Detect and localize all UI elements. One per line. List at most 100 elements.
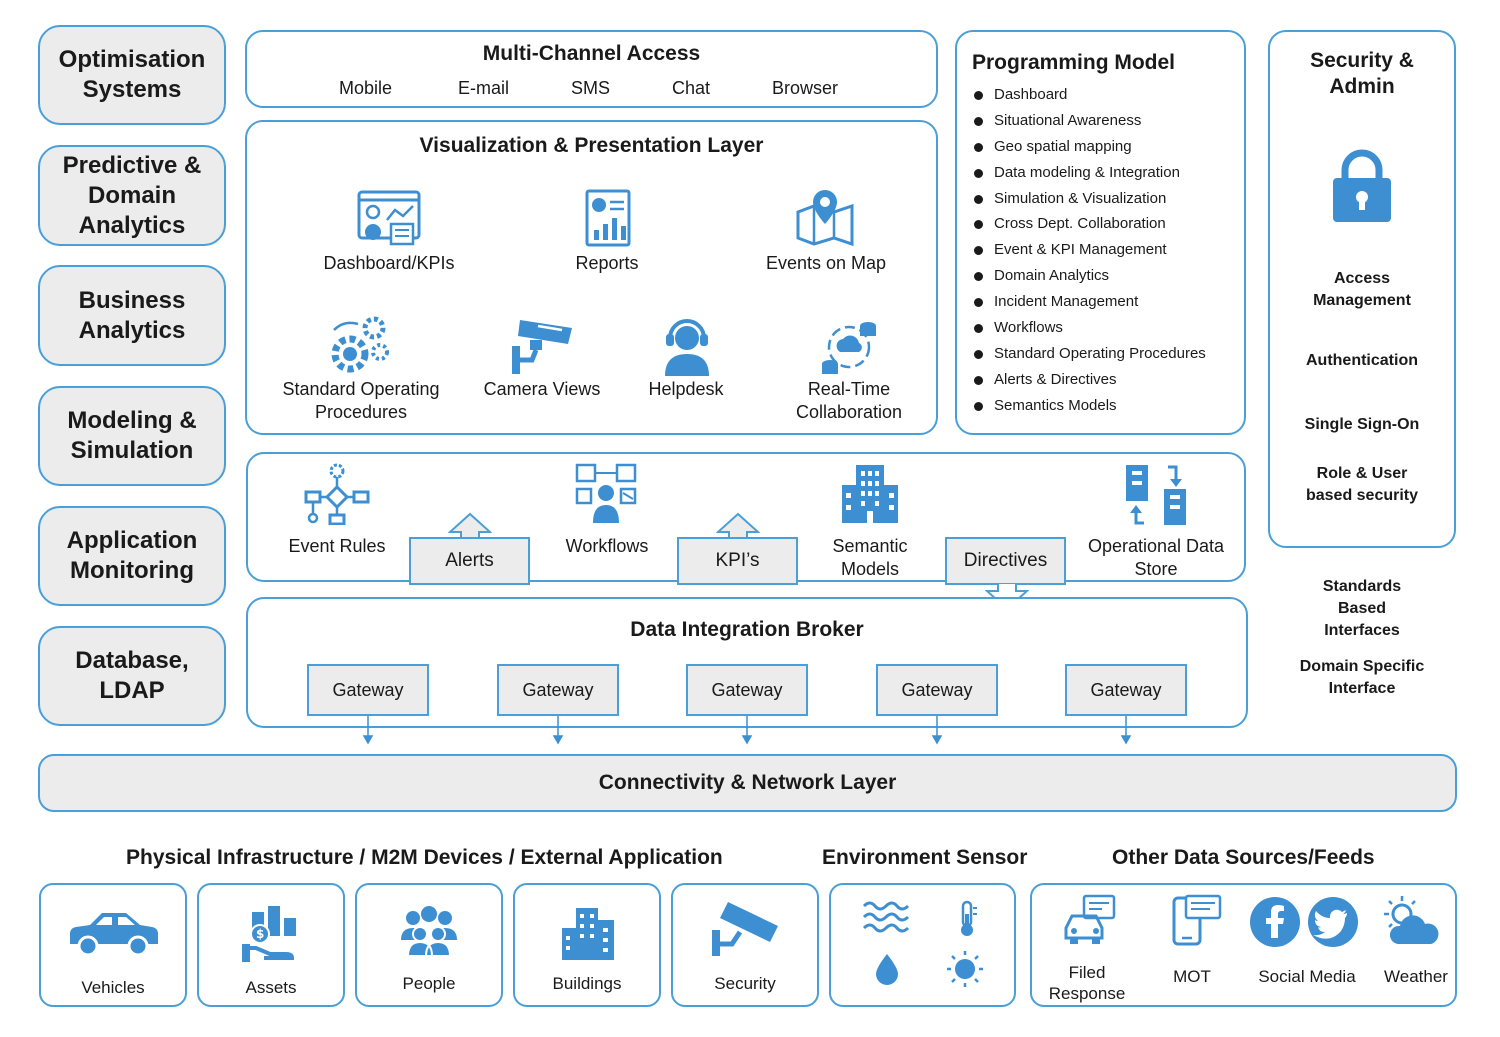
label-people: People — [402, 974, 456, 993]
facebook-icon — [1249, 896, 1301, 948]
left-box-modeling: Modeling & Simulation — [38, 386, 226, 486]
pm-item: Geo spatial mapping — [972, 136, 1206, 162]
gateway-5: Gateway — [1065, 664, 1187, 716]
pm-item: Domain Analytics — [972, 265, 1206, 291]
visualization-panel — [245, 120, 938, 435]
vis-label-collaboration: Real-Time Collaboration — [795, 379, 903, 422]
label-weather: Weather — [1384, 967, 1448, 986]
cloud-sync-icon — [818, 316, 880, 376]
physical-title: Physical Infrastructure / M2M Devices / … — [126, 846, 723, 869]
pm-item: Incident Management — [972, 291, 1206, 317]
gateway-2: Gateway — [497, 664, 619, 716]
weather-icon — [1380, 894, 1442, 948]
environment-title: Environment Sensor — [822, 846, 1028, 869]
gateway-4: Gateway — [876, 664, 998, 716]
pm-item: Simulation & Visualization — [972, 188, 1206, 214]
vis-label-helpdesk: Helpdesk — [648, 379, 724, 399]
proc-label-ods: Operational Data Store — [1087, 536, 1225, 579]
alerts-tag: Alerts — [409, 537, 530, 585]
label-field-response: Filed Response — [1048, 963, 1126, 1003]
physical-security-box — [671, 883, 819, 1007]
proc-label-event-rules: Event Rules — [288, 536, 386, 556]
pm-item: Event & KPI Management — [972, 239, 1206, 265]
security-panel — [1268, 30, 1456, 548]
proc-label-semantic: Semantic Models — [832, 536, 908, 579]
interface-domain: Domain Specific Interface — [1299, 658, 1425, 697]
workflow-icon — [575, 463, 637, 525]
pm-item: Situational Awareness — [972, 110, 1206, 136]
multichannel-panel — [245, 30, 938, 108]
left-box-database: Database, LDAP — [38, 626, 226, 726]
gateway-connectors — [362, 716, 1132, 745]
connectivity-bar: Connectivity & Network Layer — [38, 754, 1457, 812]
channel-sms: SMS — [571, 78, 611, 98]
buildings-icon — [560, 906, 616, 960]
channel-chat: Chat — [672, 78, 711, 98]
programming-model-title: Programming Model — [972, 51, 1176, 74]
event-rules-icon — [304, 463, 370, 525]
security-camera-icon — [710, 900, 782, 958]
label-security: Security — [714, 974, 776, 993]
data-store-icon — [1124, 463, 1188, 527]
pm-item: Standard Operating Procedures — [972, 343, 1206, 369]
security-item-role: Role & User based security — [1305, 465, 1419, 504]
lock-icon — [1331, 148, 1393, 224]
vis-label-dashboard: Dashboard/KPIs — [323, 253, 455, 273]
label-assets: Assets — [245, 978, 297, 997]
channel-email: E-mail — [458, 78, 510, 98]
multichannel-title: Multi-Channel Access — [482, 42, 701, 65]
visualization-title: Visualization & Presentation Layer — [419, 134, 764, 157]
twitter-icon — [1307, 896, 1359, 948]
security-item-access: Access Management — [1313, 270, 1411, 309]
physical-assets-box — [197, 883, 345, 1007]
security-item-authentication: Authentication — [1306, 352, 1418, 369]
car-icon — [66, 910, 160, 958]
security-title: Security & Admin — [1310, 49, 1414, 98]
map-pin-icon — [794, 188, 856, 248]
sun-icon — [946, 950, 984, 988]
vis-label-reports: Reports — [575, 253, 639, 273]
left-box-monitoring: Application Monitoring — [38, 506, 226, 606]
left-box-predictive: Predictive & Domain Analytics — [38, 145, 226, 246]
water-drop-icon — [874, 952, 900, 986]
people-icon — [400, 906, 458, 956]
pm-item: Data modeling & Integration — [972, 162, 1206, 188]
programming-model-list: Dashboard Situational Awareness Geo spat… — [972, 84, 1206, 421]
pm-item: Dashboard — [972, 84, 1206, 110]
other-sources-title: Other Data Sources/Feeds — [1112, 846, 1375, 869]
programming-model-panel — [955, 30, 1246, 435]
dashboard-icon — [357, 190, 421, 248]
svg-text:$: $ — [256, 927, 264, 941]
left-box-business: Business Analytics — [38, 265, 226, 366]
phone-message-icon — [1172, 894, 1222, 946]
vis-label-events-map: Events on Map — [765, 253, 887, 273]
label-buildings: Buildings — [552, 974, 622, 993]
headset-icon — [662, 316, 712, 376]
label-social-media: Social Media — [1258, 967, 1356, 986]
vis-label-sop: Standard Operating Procedures — [282, 379, 440, 422]
interface-standards: Standards Based Interfaces — [1322, 578, 1402, 639]
water-waves-icon — [862, 900, 910, 934]
pm-item: Cross Dept. Collaboration — [972, 213, 1206, 239]
label-vehicles: Vehicles — [81, 978, 145, 997]
gateway-1: Gateway — [307, 664, 429, 716]
broker-title: Data Integration Broker — [630, 618, 864, 641]
left-box-optimisation: Optimisation Systems — [38, 25, 226, 125]
field-response-icon — [1062, 894, 1116, 946]
security-item-sso: Single Sign-On — [1304, 416, 1420, 433]
channel-mobile: Mobile — [339, 78, 393, 98]
gears-icon — [328, 316, 394, 376]
physical-vehicles-box — [39, 883, 187, 1007]
building-icon — [840, 463, 900, 525]
camera-icon — [508, 316, 576, 376]
proc-label-workflows: Workflows — [565, 536, 649, 556]
label-mot: MOT — [1173, 967, 1211, 986]
gateway-3: Gateway — [686, 664, 808, 716]
channel-browser: Browser — [772, 78, 839, 98]
kpi-tag: KPI’s — [677, 537, 798, 585]
pm-item: Alerts & Directives — [972, 369, 1206, 395]
thermometer-icon — [956, 900, 978, 938]
vis-label-camera: Camera Views — [483, 379, 601, 399]
pm-item: Workflows — [972, 317, 1206, 343]
reports-icon — [584, 188, 632, 248]
